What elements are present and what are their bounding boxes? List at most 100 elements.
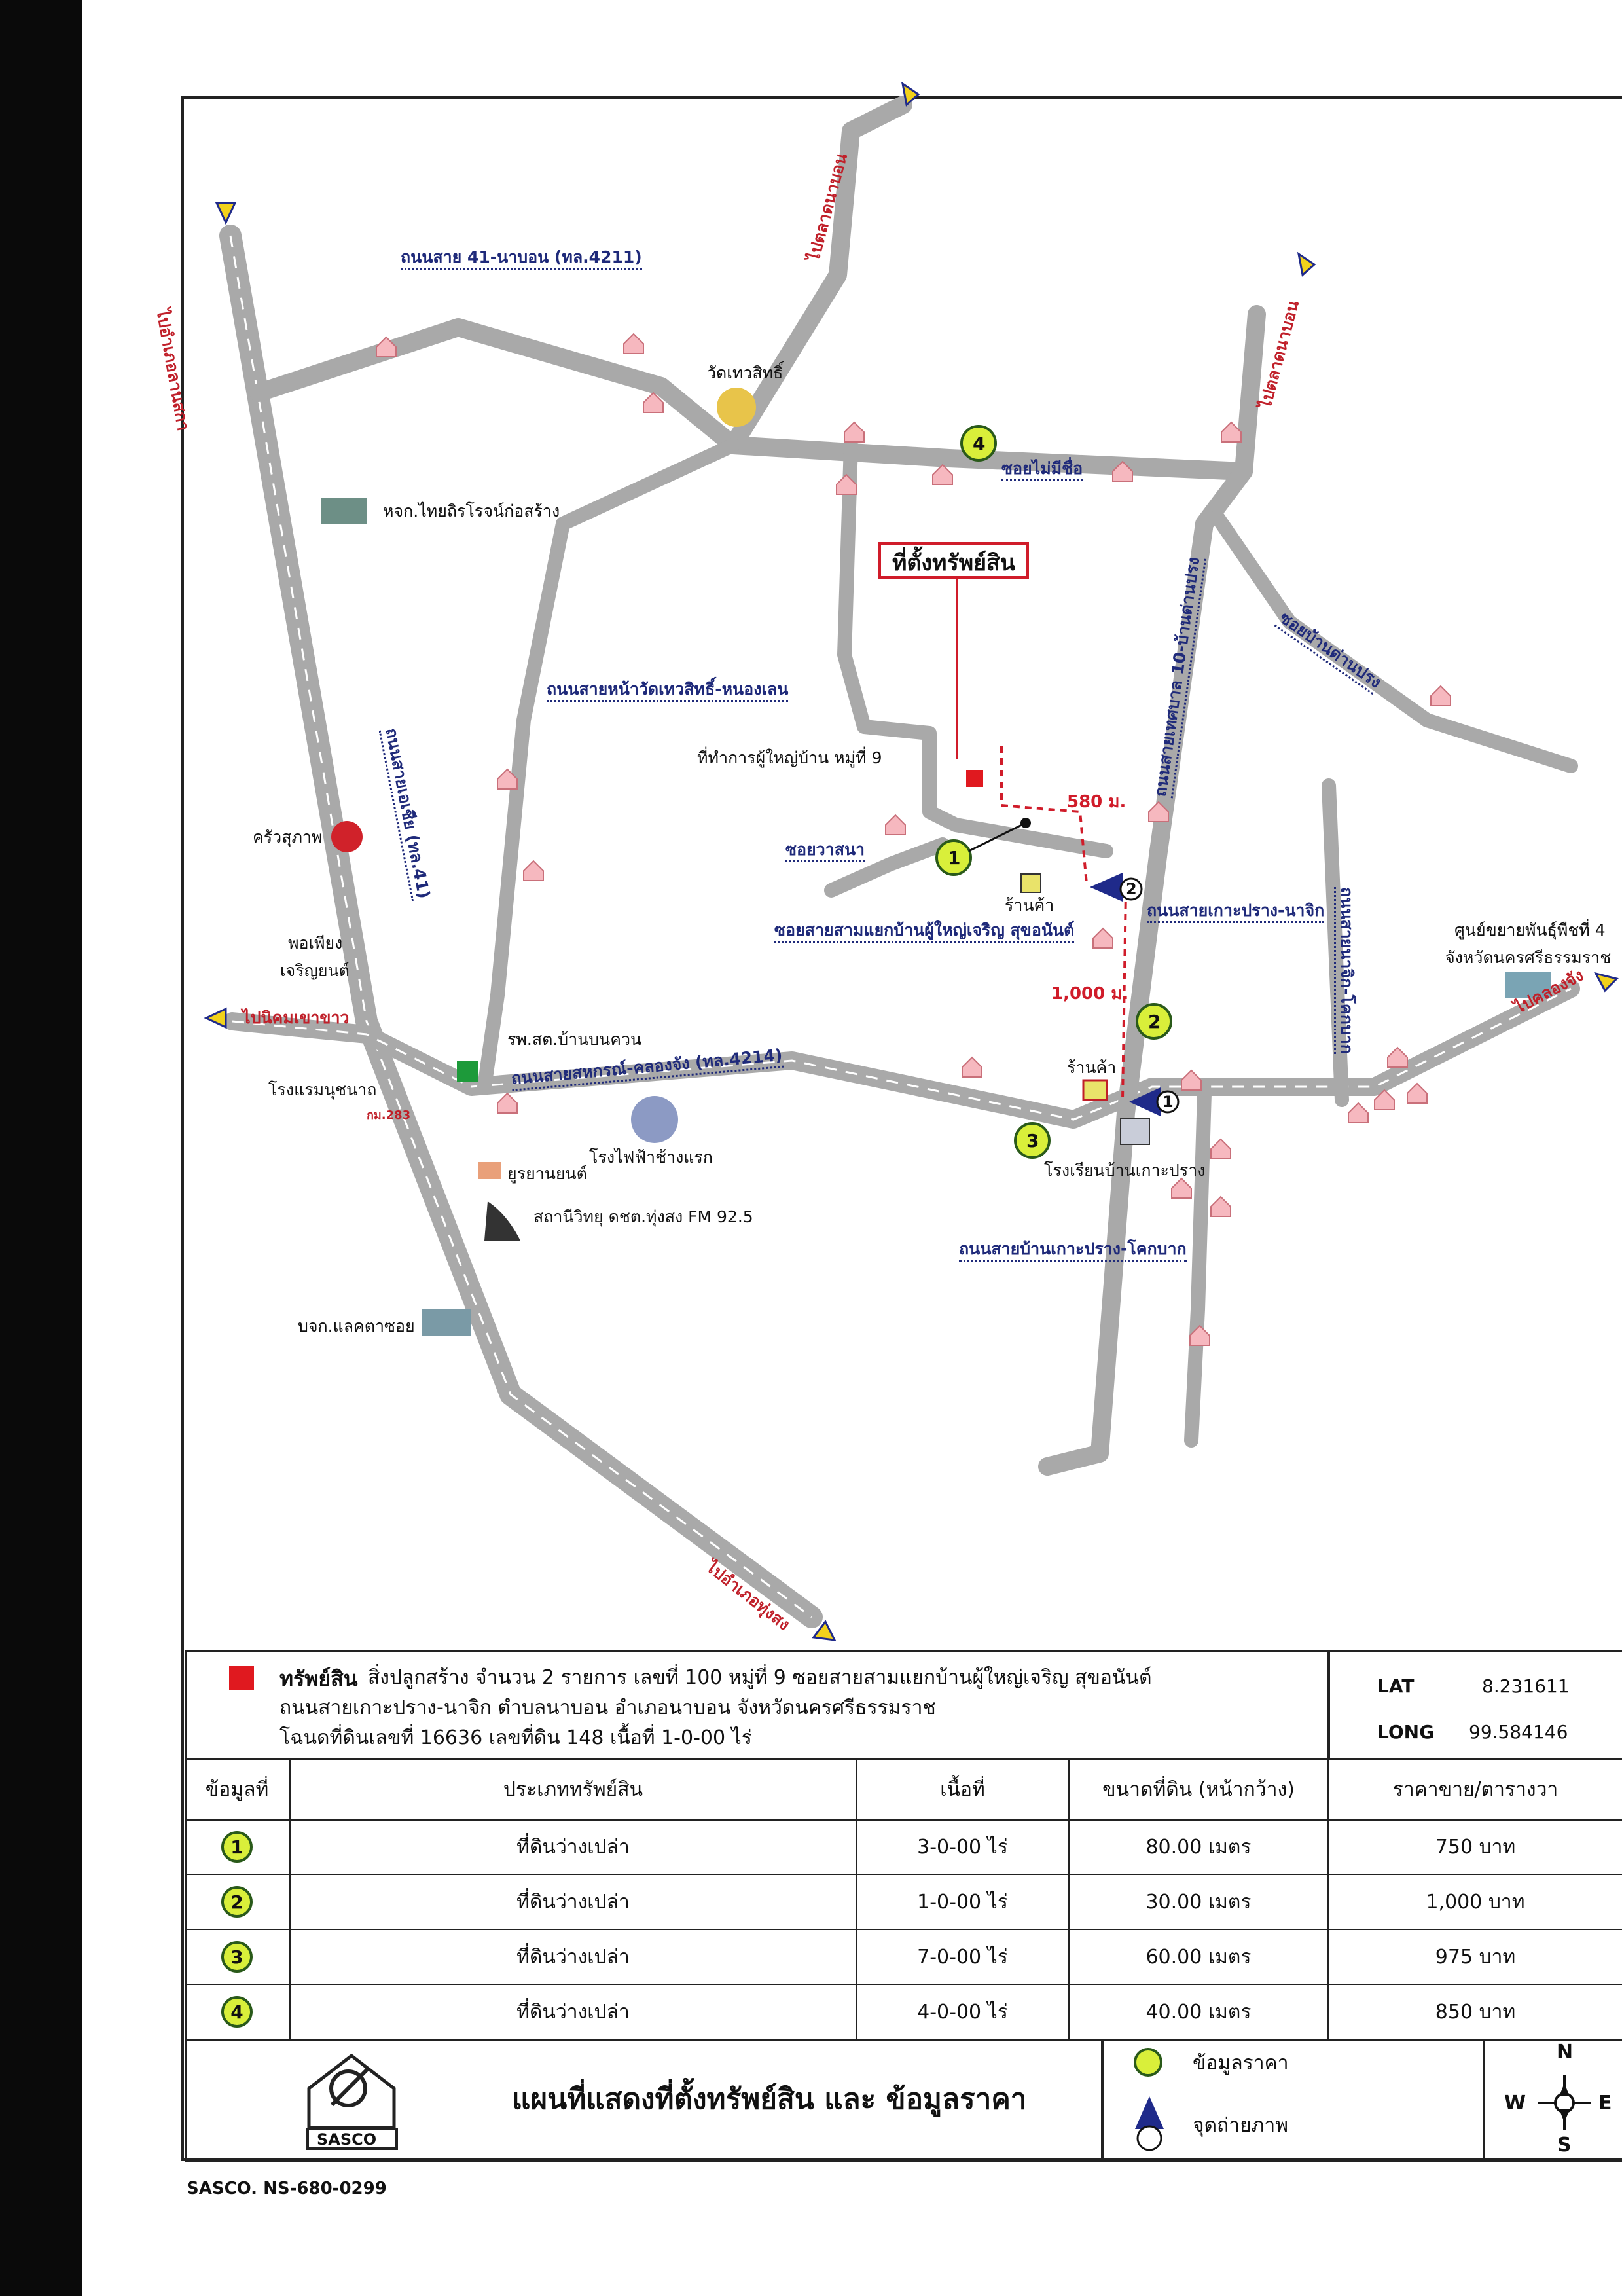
compass-icon: [1538, 2075, 1591, 2130]
distance-1000: 1,000 ม.: [1051, 984, 1129, 1004]
legend-photo-label: จุดถ่ายภาพ: [1193, 2114, 1289, 2137]
road-najik-khokbak: [1322, 778, 1349, 1107]
divider: [185, 1650, 1622, 1652]
divider: [856, 1758, 857, 2039]
price-marker-4-label: 4: [973, 433, 986, 454]
compass-s: S: [1557, 2134, 1572, 2157]
row-price: 750 บาท: [1435, 1835, 1516, 1859]
wat-icon: [717, 388, 756, 427]
power-plant-icon: [631, 1096, 678, 1143]
row-type: ที่ดินว่างเปล่า: [516, 2000, 630, 2024]
road-label-najik-khokbak: ถนนสายนาจิก-โคกบาก: [1334, 887, 1356, 1054]
garage-icon: [478, 1162, 501, 1179]
place-phuyaiban: ที่ทำการผู้ใหญ่บ้าน หมู่ที่ 9: [697, 748, 882, 767]
house-icon: [1210, 1138, 1231, 1159]
road-label-41-nabon: ถนนสาย 41-นาบอน (ทล.4211): [401, 249, 642, 270]
sasco-logo-icon: [306, 2053, 398, 2150]
place-kruasuphap: ครัวสุภาพ: [253, 828, 323, 847]
house-icon: [932, 464, 953, 485]
house-icon: [1171, 1177, 1192, 1199]
long-label: LONG: [1377, 1721, 1435, 1743]
property-line-1: สิ่งปลูกสร้าง จำนวน 2 รายการ เลขที่ 100 …: [368, 1666, 1152, 1689]
compass-n: N: [1557, 2041, 1574, 2064]
divider: [1327, 1758, 1329, 2039]
place-shop-1: ร้านค้า: [1005, 896, 1054, 915]
road-sahakorn-dash: [232, 987, 1572, 1121]
price-marker-3-label: 3: [1026, 1130, 1039, 1152]
road-sahakorn: [223, 979, 1580, 1129]
legend-title: แผนที่แสดงที่ตั้งทรัพย์สิน และ ข้อมูลราค…: [512, 2083, 1027, 2116]
seed-center-icon: [1505, 972, 1551, 998]
house-icon: [962, 1056, 982, 1078]
footer-code: SASCO. NS-680-0299: [187, 2179, 387, 2198]
sasco-logo: SASCO: [302, 2049, 401, 2151]
photo-marker-2: [1090, 873, 1123, 902]
arrow-east: [1594, 972, 1619, 993]
photo-marker-2-circle: [1119, 877, 1143, 901]
house-icon: [497, 768, 518, 790]
row-number-cell: 2: [185, 1875, 289, 1929]
divider: [185, 1874, 1622, 1875]
house-icon: [1387, 1046, 1408, 1068]
hospital-icon: [457, 1061, 478, 1082]
row-width: 60.00 เมตร: [1145, 1945, 1252, 1969]
marker-1-dot: [1020, 818, 1031, 828]
table-header-type: ประเภททรัพย์สิน: [503, 1778, 643, 1801]
property-title: ทรัพย์สิน: [279, 1666, 358, 1691]
house-icon: [376, 336, 397, 357]
row-price: 1,000 บาท: [1426, 1890, 1525, 1914]
arrow-north-left: [215, 202, 237, 225]
property-swatch-box: [229, 1666, 254, 1690]
sasco-logo-text: SASCO: [317, 2130, 377, 2149]
divider: [185, 2039, 1622, 2041]
property-line-3: โฉนดที่ดินเลขที่ 16636 เลขที่ดิน 148 เนื…: [279, 1726, 752, 1749]
house-icon: [1348, 1102, 1369, 1123]
road-label-soi-wasana: ซอยวาสนา: [785, 841, 865, 862]
row-number-marker: 1: [221, 1831, 253, 1863]
road-label-kohprang-khokbak: ถนนสายบ้านเกาะปราง-โคกบาก: [959, 1241, 1187, 1262]
house-icon: [523, 860, 544, 881]
compass-e: E: [1598, 2092, 1612, 2115]
place-radio: สถานีวิทยุ ดชต.ทุ่งสง FM 92.5: [533, 1207, 753, 1226]
row-type: ที่ดินว่างเปล่า: [516, 1890, 630, 1914]
house-icon: [1181, 1069, 1202, 1091]
price-marker-4: [960, 425, 997, 462]
warehouse-icon: [422, 1309, 471, 1336]
divider: [289, 1758, 291, 2039]
restaurant-icon: [331, 821, 363, 852]
school-icon: [1120, 1118, 1150, 1145]
row-number-marker: 3: [221, 1941, 253, 1973]
house-icon: [836, 473, 857, 495]
warehouse-icon: [321, 498, 367, 524]
house-icon: [1148, 801, 1169, 822]
road-hwy41-dash: [229, 235, 812, 1618]
price-marker-1-label: 1: [948, 847, 961, 869]
place-hotel: โรงแรมนุชนาถ: [268, 1080, 377, 1099]
property-line-2: ถนนสายเกาะปราง-นาจิก ตำบลนาบอน อำเภอนาบอ…: [279, 1696, 936, 1719]
road-label-soi-no-name: ซอยไม่มีชื่อ: [1001, 460, 1083, 481]
price-markers: [935, 425, 1172, 1159]
row-area: 4-0-00 ไร่: [917, 2000, 1008, 2024]
lat-value: 8.231611: [1482, 1675, 1570, 1697]
house-icon: [1112, 460, 1133, 482]
road-label-wat-nonglen: ถนนสายหน้าวัดเทวสิทธิ์-หนองเลน: [547, 681, 789, 702]
house-icon: [643, 392, 664, 413]
place-thaithiro: หจก.ไทยถิรโรจน์ก่อสร้าง: [383, 501, 560, 520]
marker-1-leader: [968, 822, 1025, 852]
place-phopiang-2: เจริญยนต์: [280, 961, 350, 980]
house-icon: [1407, 1082, 1428, 1104]
row-area: 3-0-00 ไร่: [917, 1835, 1008, 1859]
row-price: 975 บาท: [1435, 1945, 1516, 1969]
table-header-price: ราคาขาย/ตารางวา: [1392, 1778, 1559, 1801]
row-number-cell: 3: [185, 1930, 289, 1984]
map-frame: [181, 96, 1622, 2161]
divider: [1068, 1758, 1070, 2039]
map-roads: [204, 81, 1619, 1641]
long-value: 99.584146: [1469, 1721, 1568, 1743]
lat-label: LAT: [1377, 1675, 1415, 1697]
place-seed-1: ศูนย์ขยายพันธุ์พืชที่ 4: [1454, 920, 1606, 939]
price-marker-1: [935, 839, 972, 876]
info-panel: ทรัพย์สิน สิ่งปลูกสร้าง จำนวน 2 รายการ เ…: [185, 1650, 1622, 2162]
row-area: 7-0-00 ไร่: [917, 1945, 1008, 1969]
property-marker: [966, 770, 983, 787]
